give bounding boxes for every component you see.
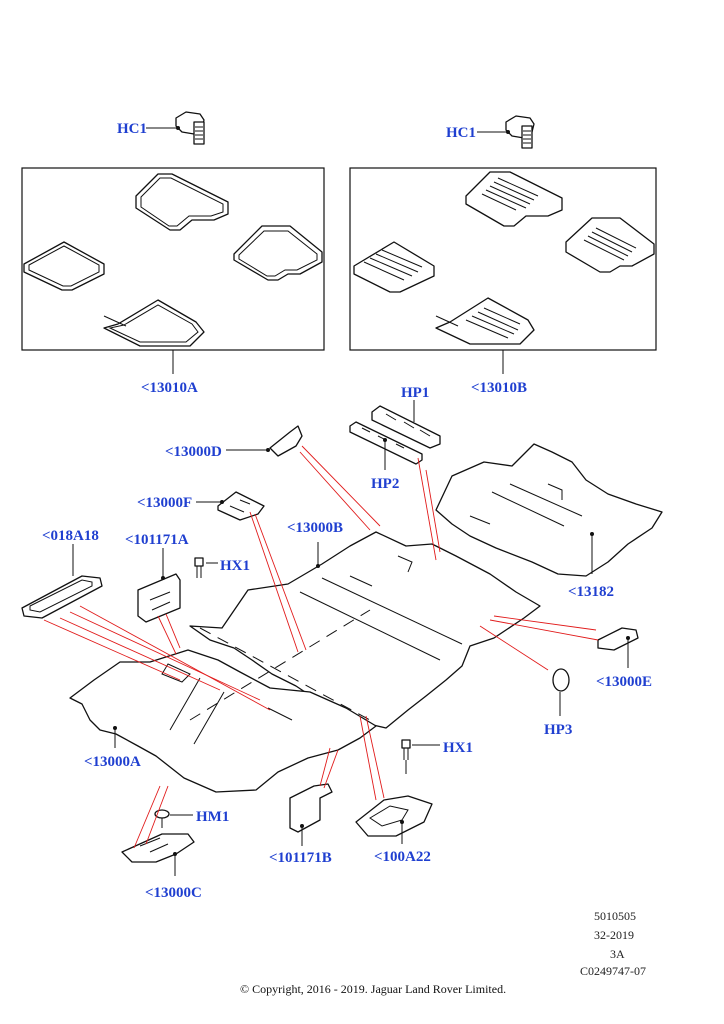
- callout-13000d[interactable]: <13000D: [165, 444, 222, 460]
- callout-13000b[interactable]: <13000B: [287, 520, 343, 536]
- mat-set-a[interactable]: [23, 173, 323, 347]
- callout-hc1-right[interactable]: HC1: [446, 125, 476, 141]
- callout-101171b[interactable]: <101171B: [269, 850, 332, 866]
- callout-13000e[interactable]: <13000E: [596, 674, 652, 690]
- center-carpet-13000b[interactable]: [189, 531, 541, 729]
- insulator-13000e[interactable]: [597, 627, 639, 651]
- cover-100a22[interactable]: [355, 795, 433, 837]
- bracket-101171a[interactable]: [137, 573, 181, 623]
- bracket-101171b[interactable]: [289, 783, 333, 833]
- callout-hp3[interactable]: HP3: [544, 722, 572, 738]
- callout-13000f[interactable]: <13000F: [137, 495, 192, 511]
- hc1-clip-left[interactable]: [175, 111, 205, 145]
- alignment-line-right: [189, 609, 371, 721]
- callout-hp2[interactable]: HP2: [371, 476, 399, 492]
- reference-3: 3A: [610, 947, 625, 961]
- reference-2: 32-2019: [594, 928, 634, 942]
- callout-13010a[interactable]: <13010A: [141, 380, 198, 396]
- callout-13010b[interactable]: <13010B: [471, 380, 527, 396]
- callout-13000c[interactable]: <13000C: [145, 885, 202, 901]
- grille-018a18[interactable]: [21, 575, 103, 619]
- reference-1: 5010505: [594, 909, 636, 923]
- hx1-clip-lower[interactable]: [401, 739, 411, 760]
- reference-4: C0249747-07: [580, 964, 646, 978]
- callout-101171a[interactable]: <101171A: [125, 532, 189, 548]
- alignment-line-left: [199, 627, 371, 721]
- insulator-13000c[interactable]: [121, 833, 195, 863]
- callout-hm1[interactable]: HM1: [196, 809, 229, 825]
- mat-set-b[interactable]: [353, 171, 655, 345]
- callout-hc1-left[interactable]: HC1: [117, 121, 147, 137]
- rear-carpet-13182[interactable]: [435, 443, 663, 577]
- callout-hx1-lower[interactable]: HX1: [443, 740, 473, 756]
- hc1-clip-right[interactable]: [505, 115, 535, 149]
- insulator-13000f[interactable]: [217, 491, 265, 521]
- callout-13182[interactable]: <13182: [568, 584, 614, 600]
- callout-018a18[interactable]: <018A18: [42, 528, 99, 544]
- front-carpet-13000a[interactable]: [69, 649, 377, 793]
- callout-hx1-upper[interactable]: HX1: [220, 558, 250, 574]
- callout-hp1[interactable]: HP1: [401, 385, 429, 401]
- hp1-pad[interactable]: [371, 405, 441, 449]
- insulator-13000d[interactable]: [269, 425, 303, 457]
- callout-100a22[interactable]: <100A22: [374, 849, 431, 865]
- copyright-notice: © Copyright, 2016 - 2019. Jaguar Land Ro…: [240, 982, 506, 996]
- hm1-clip[interactable]: [154, 809, 170, 828]
- callout-13000a[interactable]: <13000A: [84, 754, 141, 770]
- hx1-clip-upper[interactable]: [194, 557, 204, 578]
- hp3-pad[interactable]: [552, 668, 570, 692]
- red-leader-lines: [43, 445, 599, 849]
